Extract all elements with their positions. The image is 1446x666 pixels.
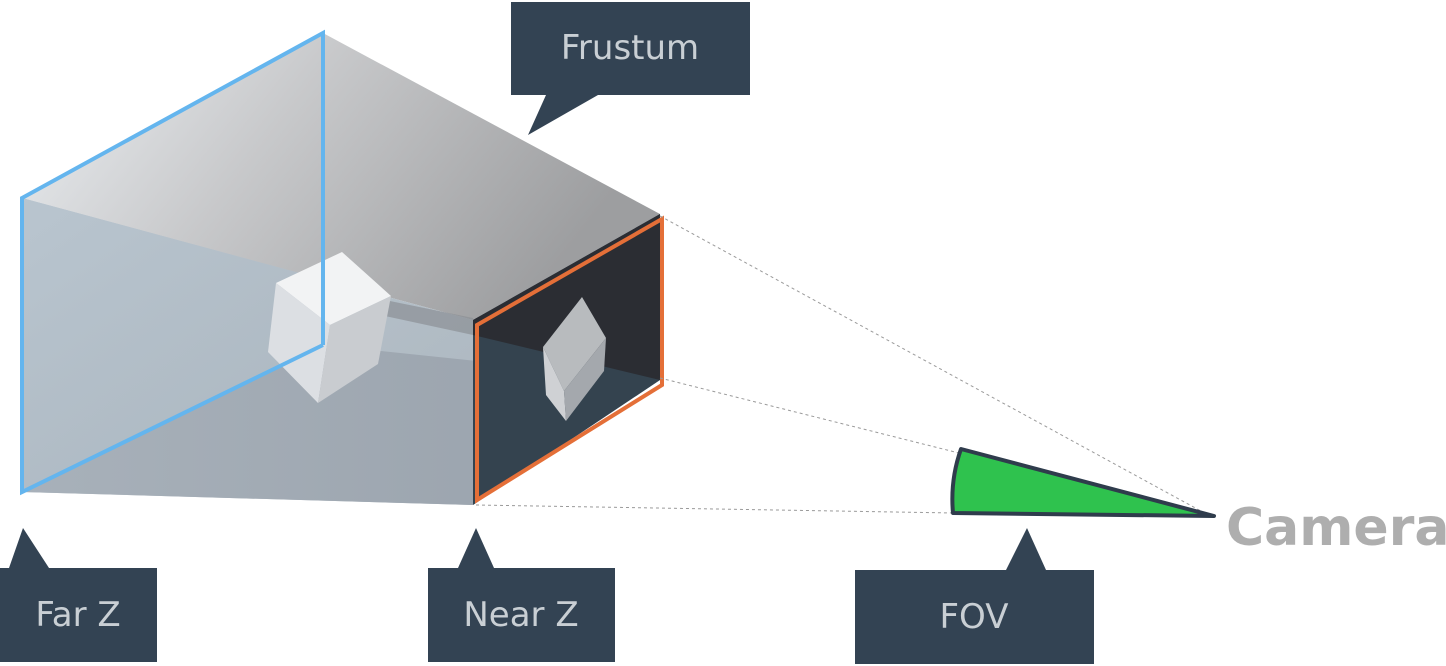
near-plane-outline xyxy=(475,215,664,504)
projection-lines xyxy=(475,215,1211,517)
fov-wedge-icon xyxy=(950,447,1216,518)
near-z-callout-label: Near Z xyxy=(463,595,578,635)
far-plane-outline xyxy=(20,29,325,496)
far-z-callout-label: Far Z xyxy=(35,595,120,635)
frustum-inner-shadow xyxy=(385,300,473,335)
far-z-callout: Far Z xyxy=(0,528,157,662)
projected-cube-icon xyxy=(543,297,606,421)
frustum-top-face xyxy=(22,33,660,320)
near-z-callout: Near Z xyxy=(428,528,615,662)
cube-icon xyxy=(268,252,391,403)
fov-callout: FOV xyxy=(855,528,1094,664)
frustum-callout: Frustum xyxy=(511,2,750,135)
camera-label: Camera xyxy=(1226,498,1446,558)
fov-callout-label: FOV xyxy=(940,597,1009,637)
frustum-callout-label: Frustum xyxy=(561,28,699,68)
